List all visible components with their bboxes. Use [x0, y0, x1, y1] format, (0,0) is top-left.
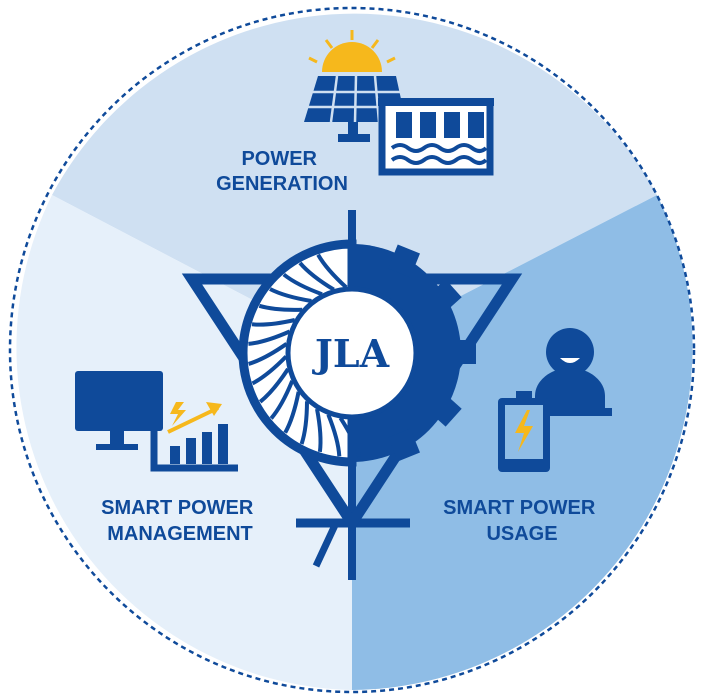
turbine-blade [248, 329, 291, 346]
dashed-outline [8, 6, 696, 694]
turbine-blade [316, 253, 348, 289]
turbine-blade [251, 318, 296, 327]
generation-label: POWER GENERATION [216, 148, 348, 195]
turbine-blade [258, 367, 290, 404]
turbine-blade [248, 342, 288, 366]
turbine-blade [269, 287, 312, 303]
turbine-blade [338, 416, 362, 458]
management-label: SMART POWER MANAGEMENT [101, 497, 259, 545]
logo-text: JLA [312, 331, 390, 376]
turbine-blade [326, 413, 342, 457]
turbine-blade [269, 380, 295, 420]
person-icon [535, 328, 612, 416]
turbine-blade [298, 261, 335, 292]
turbine-blade [299, 401, 309, 445]
lightning-icon [515, 410, 533, 452]
turbine-blade [315, 408, 323, 453]
turbine-blade [283, 391, 301, 434]
usage-label: SMART POWER USAGE [443, 497, 601, 545]
turbine-blade [258, 303, 303, 312]
sun-icon [308, 30, 396, 72]
growth-chart-icon [150, 398, 238, 472]
segment-generation [52, 13, 657, 352]
hydro-dam-icon [378, 98, 494, 176]
turbine-blade [251, 355, 288, 386]
turbine-blade [282, 272, 323, 297]
monitor-icon [75, 371, 163, 450]
logo-hub: JLA [285, 286, 419, 420]
lightning-icon [170, 402, 186, 426]
